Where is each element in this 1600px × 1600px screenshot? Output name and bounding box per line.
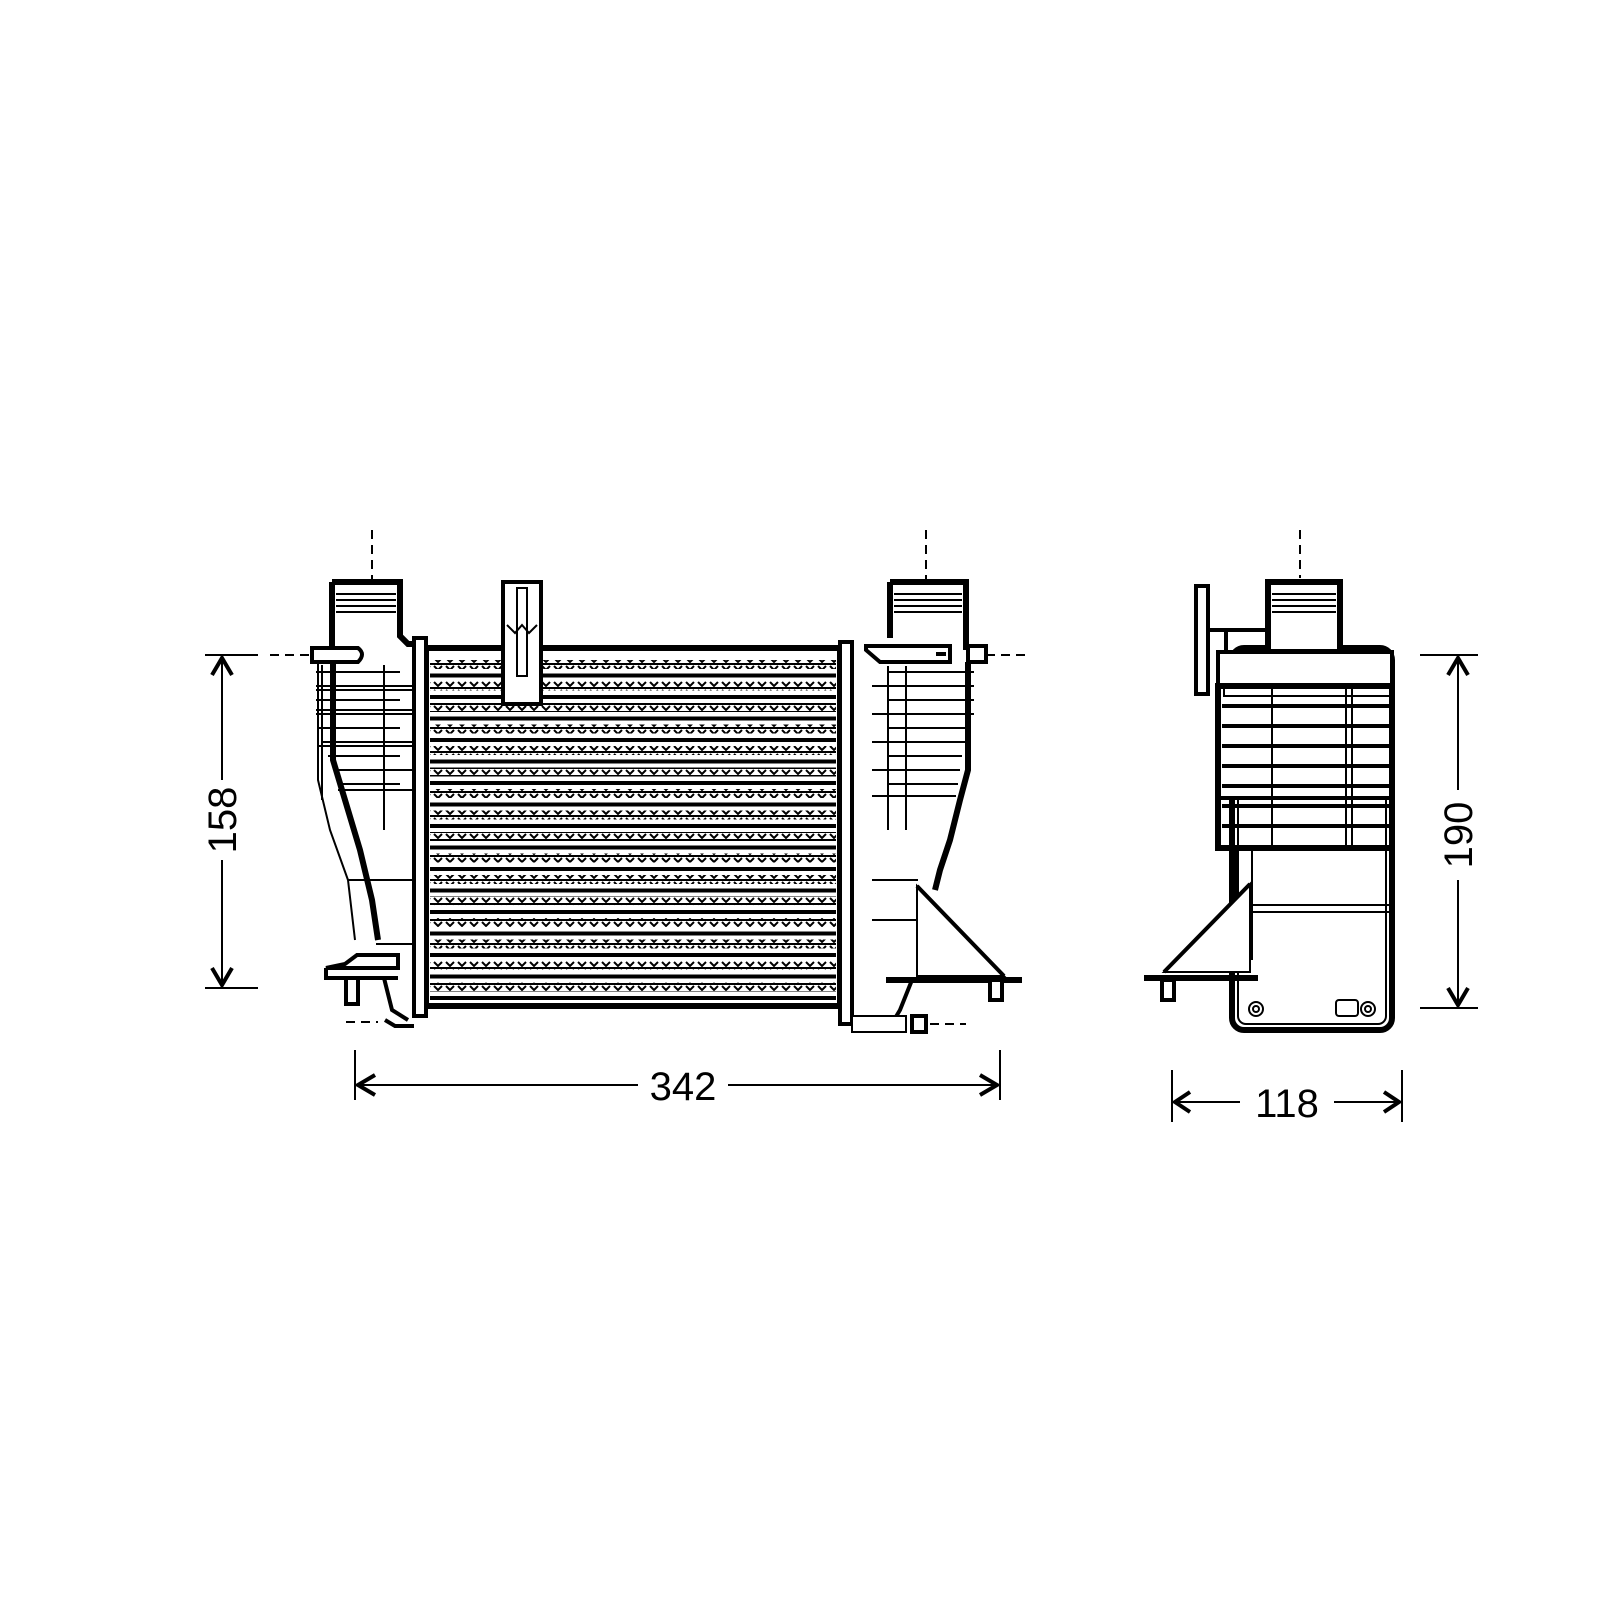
fin-row [430, 681, 836, 691]
fin-row [430, 961, 836, 970]
dimension-side-depth: 118 [1171, 1070, 1403, 1126]
fin-row [430, 918, 836, 927]
dimension-side-height: 190 [1420, 654, 1481, 1009]
height-front-label: 158 [201, 787, 245, 854]
right-end-plate [838, 640, 854, 1026]
dimension-front-width: 342 [354, 1050, 1001, 1109]
fin-row [430, 810, 836, 820]
fin-row [430, 703, 836, 712]
fin-rows [430, 660, 836, 1000]
left-lower-bracket [324, 953, 410, 1022]
fin-row [430, 767, 836, 777]
fin-row [430, 832, 836, 841]
depth-side-label: 118 [1255, 1082, 1319, 1126]
center-mounting-bracket [501, 580, 543, 706]
core [423, 645, 843, 1009]
left-tank [310, 579, 414, 1028]
fin-row [430, 724, 836, 734]
fin-row [430, 982, 836, 992]
width-front-label: 342 [650, 1065, 717, 1109]
fin-row [430, 896, 836, 906]
right-triangle-bracket [886, 883, 1022, 1022]
left-end-plate [412, 636, 428, 1018]
left-tank-ribs [316, 665, 412, 945]
fin-row [430, 660, 836, 669]
fin-row [430, 875, 836, 884]
dimension-front-height: 158 [201, 654, 258, 989]
right-tank [851, 579, 1022, 1034]
side-view [1144, 530, 1395, 1033]
front-view [270, 530, 1030, 1034]
fin-row [430, 939, 836, 949]
height-side-label: 190 [1437, 802, 1481, 869]
fin-row [430, 746, 836, 755]
side-triangle-bracket [1144, 881, 1258, 1002]
side-ribs [1215, 650, 1395, 851]
right-tank-ribs [872, 666, 974, 921]
fin-row [430, 853, 836, 863]
fin-row [430, 789, 836, 798]
